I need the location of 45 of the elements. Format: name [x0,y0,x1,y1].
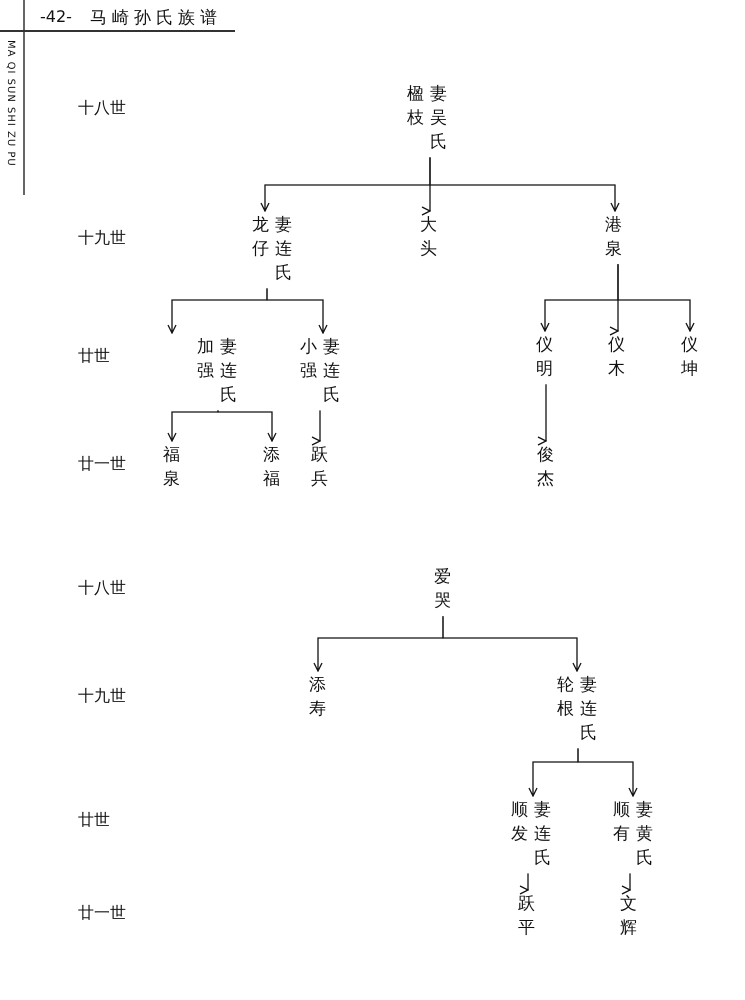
arrow [442,616,582,672]
generation-label: 廿一世 [78,454,126,475]
person-name: 仪明 [536,334,553,382]
person-name: 龙仔 [252,214,269,262]
arrow [167,410,219,442]
spouse-name: 妻吴氏 [430,83,447,154]
person-name: 仪坤 [681,334,698,382]
person-name: 文辉 [620,893,637,940]
person-name: 爱哭 [434,566,451,614]
generation-label: 廿世 [78,810,110,831]
spouse-name: 妻连氏 [534,799,551,870]
generation-label: 廿世 [78,346,110,367]
person-name: 加强 [197,336,214,384]
arrow [217,410,277,442]
person-name: 添寿 [309,674,326,722]
person-name: 港泉 [605,214,622,262]
arrow [617,264,695,332]
person-name: 楹枝 [407,83,424,130]
person-name: 仪木 [608,334,625,382]
arrow [577,748,638,797]
generation-label: 十九世 [78,686,126,707]
person-name: 轮根 [557,674,574,722]
person-name: 俊杰 [537,444,554,492]
person-name: 跃兵 [311,444,328,492]
page-title: 马崎孙氏族谱 [90,7,222,29]
generation-label: 十八世 [78,578,126,599]
person-name: 顺有 [613,799,630,846]
person-name: 顺发 [511,799,528,846]
spouse-name: 妻黄氏 [636,799,653,870]
person-name: 跃平 [518,893,535,940]
person-name: 小强 [300,336,317,384]
generation-label: 廿一世 [78,903,126,924]
person-name: 添福 [263,444,280,492]
person-name: 大头 [420,214,437,262]
spouse-name: 妻连氏 [580,674,597,746]
arrow [266,288,328,334]
generation-label: 十九世 [78,228,126,249]
arrow [429,157,620,212]
spouse-name: 妻连氏 [323,336,340,408]
person-name: 福泉 [163,444,180,492]
spouse-name: 妻连氏 [220,336,237,408]
generation-label: 十八世 [78,98,126,119]
page-number: -42- [40,7,72,26]
vertical-romanization: MA QI SUN SHI ZU PU [5,40,16,167]
spouse-name: 妻连氏 [275,214,292,286]
